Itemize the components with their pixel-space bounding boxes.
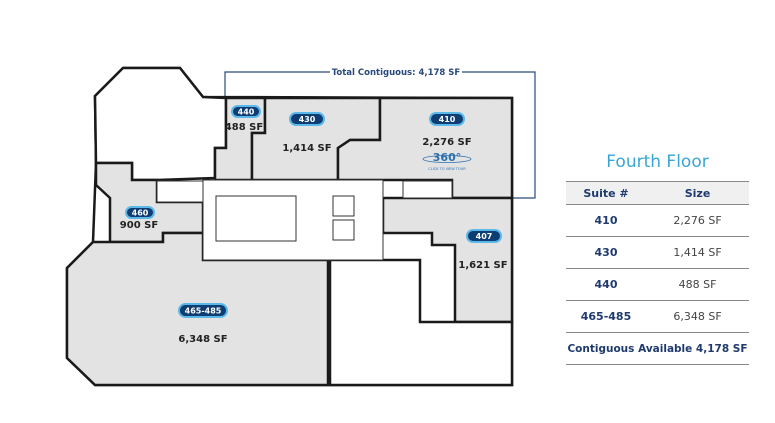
svg-text:460: 460 bbox=[132, 209, 149, 218]
suite-size: 900 SF bbox=[120, 220, 158, 231]
size-cell: 2,276 SF bbox=[673, 214, 722, 227]
restrooms bbox=[215, 195, 297, 242]
suite-pill-440[interactable]: 440 bbox=[231, 105, 261, 118]
suite-size: 1,414 SF bbox=[282, 143, 331, 154]
size-cell: 1,414 SF bbox=[673, 246, 722, 259]
suite-table: Fourth Floor Suite # Size 410 2,276 SF 43… bbox=[566, 148, 749, 365]
floor-title: Fourth Floor bbox=[606, 152, 709, 172]
elevator-2 bbox=[332, 219, 355, 241]
suite-size: 1,621 SF bbox=[458, 260, 507, 271]
unavailable-area bbox=[328, 258, 514, 387]
svg-text:410: 410 bbox=[439, 115, 456, 124]
svg-text:407: 407 bbox=[476, 232, 493, 241]
suite-size: 488 SF bbox=[225, 122, 263, 133]
contiguous-bracket bbox=[224, 71, 330, 98]
suite-size: 6,348 SF bbox=[178, 334, 227, 345]
suite-pill-460[interactable]: 460 bbox=[125, 206, 155, 219]
suite-pill-465-485[interactable]: 465-485 bbox=[178, 303, 228, 318]
suite-cell: 430 bbox=[594, 246, 618, 259]
table-row: 465-485 6,348 SF bbox=[566, 301, 749, 333]
suite-cell: 465-485 bbox=[580, 310, 632, 323]
svg-text:440: 440 bbox=[238, 108, 255, 117]
table-row: 410 2,276 SF bbox=[566, 205, 749, 237]
svg-text:430: 430 bbox=[299, 115, 316, 124]
suite-pill-407[interactable]: 407 bbox=[466, 229, 502, 243]
suite-cell: 440 bbox=[594, 278, 618, 291]
360-tour-icon[interactable]: 360° CLICK TO VIEW TOUR bbox=[422, 151, 472, 171]
tour-caption: CLICK TO VIEW TOUR bbox=[428, 167, 466, 171]
svg-text:465-485: 465-485 bbox=[185, 307, 222, 316]
stair-east bbox=[402, 180, 453, 199]
table-header: Suite # Size bbox=[566, 181, 749, 205]
suite-cell: 410 bbox=[594, 214, 618, 227]
elevator-1 bbox=[332, 195, 355, 217]
contiguous-bracket-right bbox=[462, 71, 536, 199]
floor-plan: Total Contiguous: 4,178 SF 440 488 SF 43… bbox=[65, 66, 536, 387]
tour-label: 360° bbox=[433, 151, 461, 164]
table-row: 440 488 SF bbox=[566, 269, 749, 301]
size-cell: 488 SF bbox=[678, 278, 717, 291]
suite-410[interactable] bbox=[336, 96, 514, 200]
header-suite: Suite # bbox=[583, 186, 629, 200]
suite-pill-430[interactable]: 430 bbox=[289, 112, 325, 126]
table-footer: Contiguous Available 4,178 SF bbox=[566, 333, 749, 365]
contiguous-label: Total Contiguous: 4,178 SF bbox=[332, 68, 461, 78]
size-cell: 6,348 SF bbox=[673, 310, 722, 323]
header-size: Size bbox=[684, 186, 711, 200]
table-row: 430 1,414 SF bbox=[566, 237, 749, 269]
suite-pill-410[interactable]: 410 bbox=[429, 112, 465, 126]
suite-size: 2,276 SF bbox=[422, 137, 471, 148]
stair-west bbox=[156, 180, 204, 203]
